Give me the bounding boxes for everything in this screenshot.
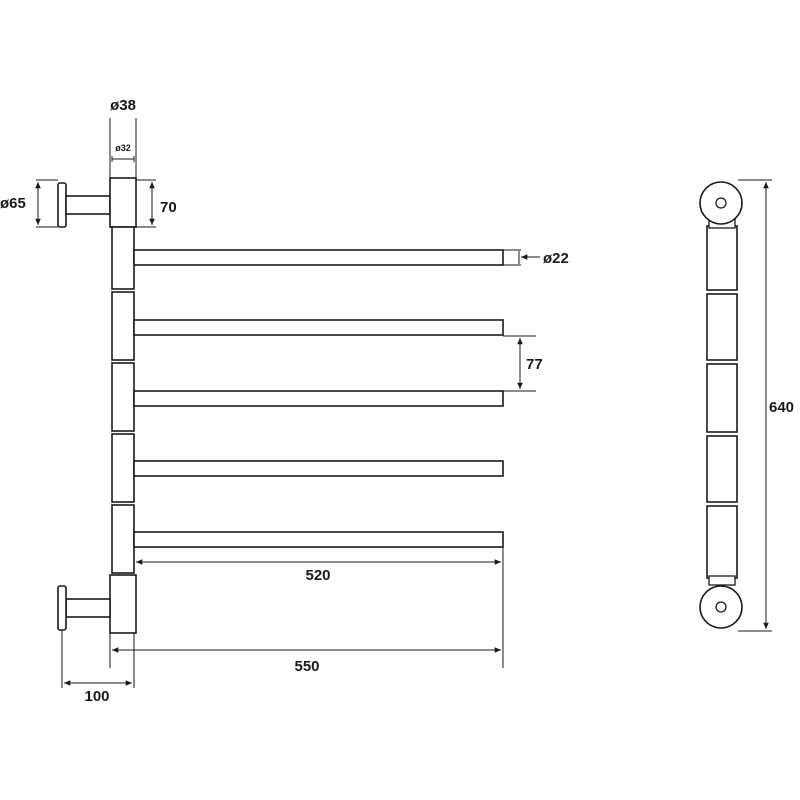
upper-bracket-arm [65,195,111,215]
swing-bar [133,390,504,407]
upper-collar [109,177,137,228]
dim-bar-length: 520 [133,547,504,584]
post-segment [111,226,135,290]
dim-bar-spacing: 77 [503,335,543,392]
post-segment [111,504,135,574]
bar-spacing-label: 77 [526,356,543,373]
dim-total-width: 550 [109,572,504,675]
flange-diameter-label: ø65 [0,195,26,212]
bar-diameter-label: ø22 [543,250,569,267]
side-segment [706,435,738,503]
side-view: 640 [699,179,794,632]
post-inner-diameter-label: ø32 [115,143,131,153]
side-top-mount [699,181,743,229]
dim-bracket-height: 70 [136,179,177,228]
post-segment [111,362,135,432]
side-bottom-mount [699,575,743,629]
upper-wall-flange [57,182,67,228]
swing-bar [133,319,504,336]
post-outer-diameter-label: ø38 [110,97,136,114]
swing-bars [133,249,504,548]
side-segment [706,505,738,579]
dim-flange-diameter: ø65 [0,179,58,228]
side-segment [706,363,738,433]
lower-bracket-arm [65,598,111,618]
side-segment [706,293,738,361]
lower-collar [109,574,137,634]
swing-bar [133,460,504,477]
upper-wall-bracket [57,177,137,228]
bar-length-label: 520 [305,567,330,584]
total-height-label: 640 [769,399,794,416]
lower-wall-bracket [57,574,137,634]
lower-wall-flange [57,585,67,631]
dim-bar-diameter: ø22 [503,249,569,267]
side-bottom-screw-icon [715,601,727,613]
swing-bar [133,249,504,266]
front-view: ø38 ø32 ø65 70 ø22 [0,97,569,705]
dim-post-diameter: ø38 ø32 [109,97,137,178]
wall-offset-label: 100 [84,688,109,705]
dim-total-height: 640 [738,179,794,632]
bracket-height-label: 70 [160,199,177,216]
side-segment [706,225,738,291]
dim-wall-offset: 100 [61,630,135,705]
side-top-screw-icon [715,197,727,209]
swing-bar [133,531,504,548]
total-width-label: 550 [294,658,319,675]
vertical-post [111,226,135,574]
side-bottom-neck [708,575,736,586]
side-post [706,225,738,579]
post-segment [111,433,135,503]
post-segment [111,291,135,361]
